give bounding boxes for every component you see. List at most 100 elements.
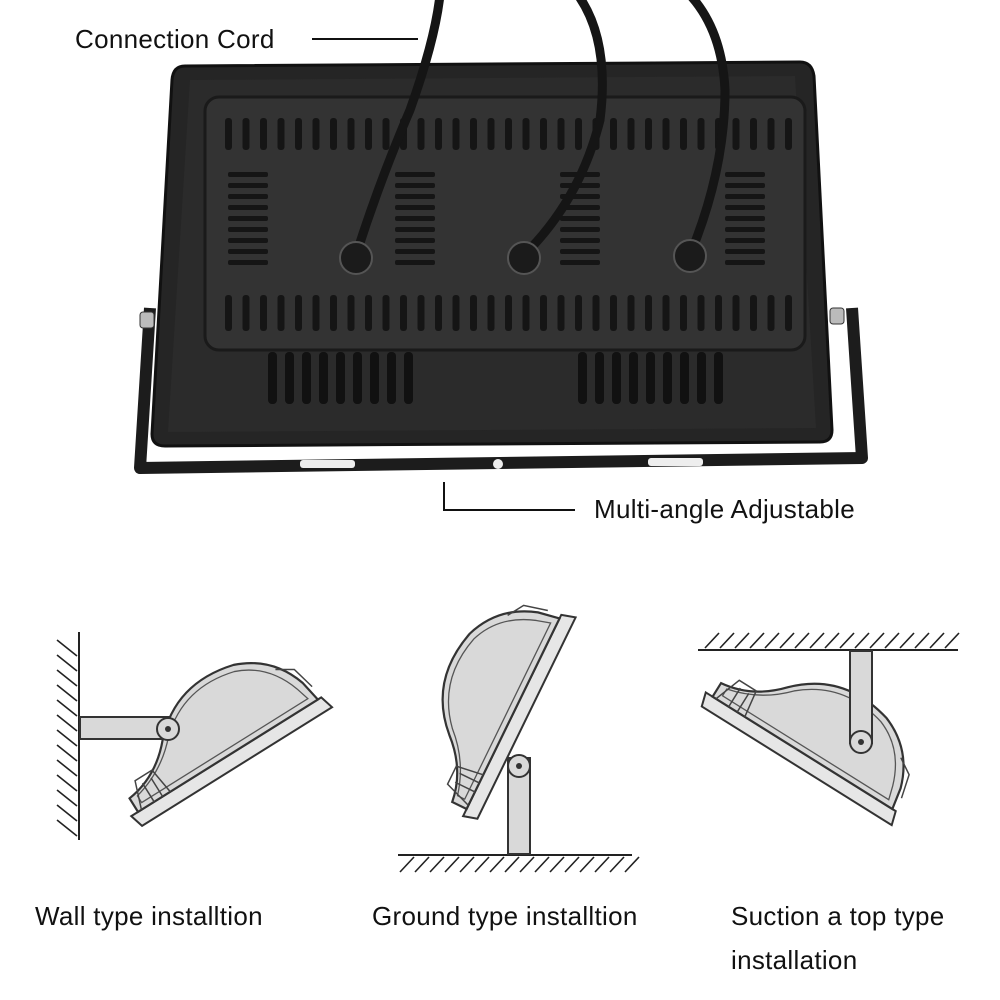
hatch-line [489, 856, 505, 873]
vent-slot [645, 118, 652, 150]
vent-slot [347, 295, 355, 331]
hatch-line [56, 639, 78, 657]
vent-slot [725, 260, 765, 265]
hatch-line [56, 669, 78, 687]
heat-fin [336, 352, 345, 404]
multi-angle-label: Multi-angle Adjustable [594, 494, 855, 524]
vent-slot [680, 118, 687, 150]
hatch-line [779, 632, 795, 649]
vent-slot [560, 227, 600, 232]
wall-install-label: Wall type installtion [35, 901, 263, 931]
hatch-line [624, 856, 640, 873]
hatch-line [884, 632, 900, 649]
hatch-line [564, 856, 580, 873]
vent-slot [228, 172, 268, 177]
vent-slot [228, 249, 268, 254]
vent-slot [395, 238, 435, 243]
vent-slot [417, 118, 425, 150]
vent-slot [560, 260, 600, 265]
heat-fin [612, 352, 621, 404]
ceiling-install-label: Suction a top type [731, 901, 945, 931]
vent-slot [575, 118, 582, 150]
vent-slot [505, 295, 512, 331]
cord-2 [519, 0, 607, 260]
heat-fin [370, 352, 379, 404]
vent-slot [330, 295, 337, 331]
ceiling-install-label-line2: installation [731, 945, 858, 975]
hatch-line [594, 856, 610, 873]
vent-slot [395, 216, 435, 221]
vent-slot [242, 295, 250, 331]
vent-slot [395, 194, 435, 199]
vent-slot [785, 118, 792, 150]
vent-slot [522, 295, 530, 331]
hatch-line [719, 632, 735, 649]
ceiling-install-diagram [697, 624, 960, 827]
hatch-line [56, 804, 78, 822]
side-knob-left [139, 311, 155, 329]
vent-slot [330, 118, 337, 150]
hatch-line [429, 856, 445, 873]
vent-slot [395, 183, 435, 188]
vent-slot [725, 194, 765, 199]
hatch-line [794, 632, 810, 649]
hatch-line [56, 654, 78, 672]
vent-slot [725, 227, 765, 232]
vent-slot [725, 238, 765, 243]
hatch-line [704, 632, 720, 649]
hatch-line [854, 632, 870, 649]
hatch-line [579, 856, 595, 873]
ground-install-diagram [391, 575, 640, 873]
hatch-line [929, 632, 945, 649]
vent-slot [697, 295, 705, 331]
vent-slot [228, 238, 268, 243]
vent-slot [228, 227, 268, 232]
vent-slot [487, 295, 495, 331]
vent-slot [557, 118, 565, 150]
vent-slot [365, 118, 372, 150]
hatch-line [839, 632, 855, 649]
heat-fin [353, 352, 362, 404]
vent-slot [725, 205, 765, 210]
vent-slot [767, 118, 775, 150]
vent-slot [365, 295, 372, 331]
vent-slot [732, 118, 740, 150]
hatch-line [56, 714, 78, 732]
vent-slot [452, 295, 460, 331]
vent-slot [610, 118, 617, 150]
hatch-line [56, 729, 78, 747]
vent-slot [470, 118, 477, 150]
vent-slot [277, 118, 285, 150]
heat-fin [680, 352, 689, 404]
vent-slot [645, 295, 652, 331]
vent-slot [575, 295, 582, 331]
cord-3 [685, 0, 730, 260]
vent-slot [228, 194, 268, 199]
hatch-line [56, 789, 78, 807]
hatch-line [56, 774, 78, 792]
vent-slot [627, 295, 635, 331]
hatch-line [56, 759, 78, 777]
vent-slot [228, 216, 268, 221]
multi-angle-leader-line [443, 482, 575, 511]
vent-slot [560, 216, 600, 221]
vent-slots [225, 118, 792, 331]
hatch-line [399, 856, 415, 873]
vent-slot [395, 227, 435, 232]
heat-fin [663, 352, 672, 404]
vent-slot [715, 295, 722, 331]
hatch-line [824, 632, 840, 649]
vent-slot [347, 118, 355, 150]
vent-slot [725, 249, 765, 254]
vent-slot [260, 118, 267, 150]
vent-slot [435, 295, 442, 331]
vent-slot [725, 172, 765, 177]
vent-slot [505, 118, 512, 150]
heat-fin [268, 352, 277, 404]
hatch-line [549, 856, 565, 873]
vent-slot [680, 295, 687, 331]
vent-slot [662, 118, 670, 150]
vent-slot [228, 260, 268, 265]
vent-slot [228, 205, 268, 210]
vent-slot [295, 295, 302, 331]
